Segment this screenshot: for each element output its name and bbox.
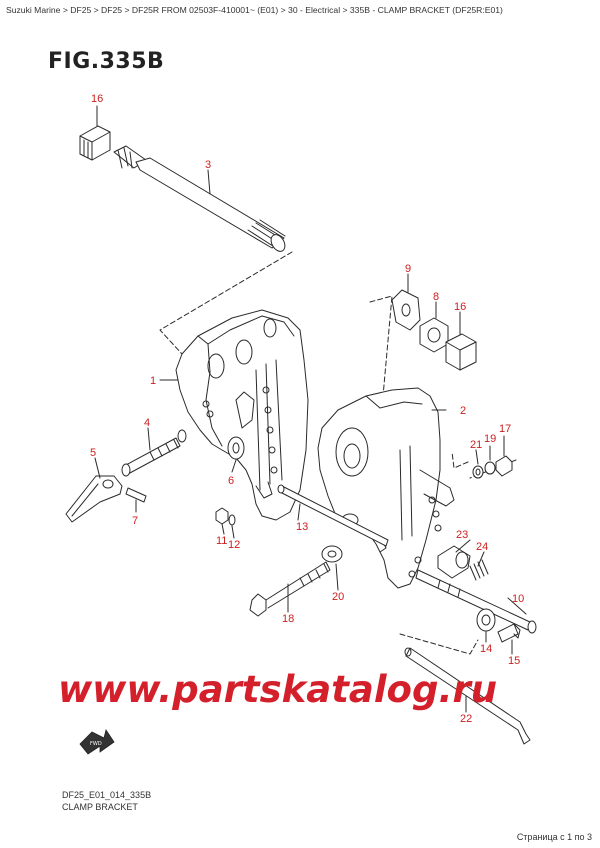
part-label-18: 18 [282,613,294,625]
part-label-10: 10 [512,593,524,605]
part-label-19: 19 [484,433,496,445]
knob-23 [437,545,471,579]
nut-11 [215,507,229,525]
washer-12 [228,514,236,526]
fwd-arrow-icon: FWD [79,729,115,755]
part-label-5: 5 [90,447,96,459]
cap-nut-16-right [445,333,477,371]
part-label-23: 23 [456,529,468,541]
breadcrumb[interactable]: Suzuki Marine > DF25 > DF25 > DF25R FROM… [6,5,503,15]
part-label-7: 7 [132,515,138,527]
part-label-2: 2 [460,405,466,417]
part-label-11: 11 [216,535,227,547]
part-label-20: 20 [332,591,344,603]
pin-7 [125,487,147,503]
cap-nut-16-top [79,125,111,161]
fwd-label: FWD [90,741,102,747]
figure-title: FIG.335B [48,49,165,74]
rod-13 [277,484,389,547]
part-label-6: 6 [228,475,234,487]
plate-9 [391,289,421,331]
part-label-9: 9 [405,263,411,275]
bushing-6 [227,436,245,460]
part-label-1: 1 [150,375,156,387]
tilt-rod-3 [113,145,286,252]
collar-14 [476,608,496,632]
bolt-15 [497,623,521,643]
part-label-16-right: 16 [454,301,466,313]
watermark: www.partskatalog.ru [58,668,497,711]
part-label-21: 21 [470,439,482,451]
bolt-4 [121,429,187,477]
spring-24 [469,559,489,581]
part-label-24: 24 [476,541,488,553]
part-label-17: 17 [499,423,511,435]
part-label-8: 8 [433,291,439,303]
spring-19 [484,461,496,475]
bolt-18 [249,561,331,617]
part-label-15: 15 [508,655,520,667]
clamp-bracket-1 [175,309,309,521]
part-label-12: 12 [228,539,240,551]
screw-10 [415,569,537,634]
washer-21 [472,465,484,479]
part-label-4: 4 [144,417,150,429]
pagination-status: Страница с 1 по 3 [516,832,592,842]
bushing-17 [495,455,513,477]
part-label-22: 22 [460,713,472,725]
washer-20 [321,545,343,563]
part-label-13: 13 [296,521,308,533]
diagram-name: CLAMP BRACKET [62,802,138,812]
part-label-3: 3 [205,159,211,171]
diagram-code: DF25_E01_014_335B [62,790,152,800]
lever-5 [65,475,123,523]
rod-22 [404,647,531,745]
part-label-14: 14 [480,643,492,655]
part-label-16-top: 16 [91,93,103,105]
nut-8 [419,317,449,353]
